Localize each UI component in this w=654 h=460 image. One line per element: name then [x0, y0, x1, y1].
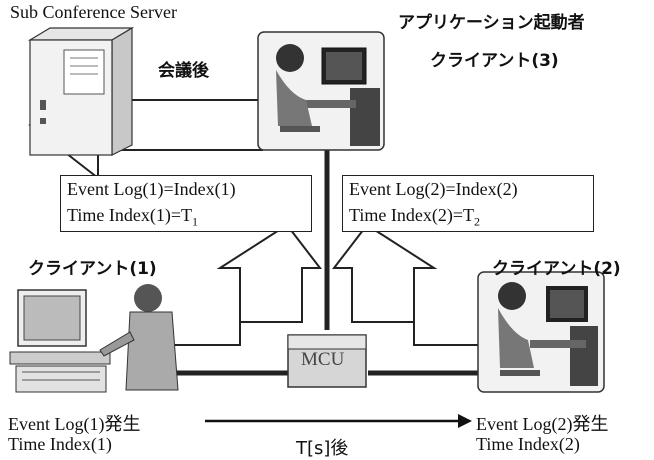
event-log-box-1-line1: Event Log(1)=Index(1) [67, 179, 236, 199]
client2-arrow-tail [413, 322, 480, 346]
client1-workstation-icon [9, 284, 179, 393]
timeline-label: T[s]後 [296, 438, 349, 459]
up-arrow-left [216, 223, 323, 323]
client2-event-line1: Event Log(2)発生 [476, 414, 609, 434]
mcu-box [287, 334, 367, 388]
event-log-box-1-line2-sub: 1 [191, 214, 198, 229]
event-log-box-2-line2: Time Index(2)=T2 [349, 202, 587, 235]
client2-event-line2: Time Index(2) [476, 434, 580, 454]
timeline-arrow-head [458, 414, 472, 428]
event-log-box-1: Event Log(1)=Index(1) Time Index(1)=T1 [60, 175, 312, 232]
server-label: Sub Conference Server [10, 2, 177, 22]
event-log-box-1-line2: Time Index(1)=T1 [67, 202, 305, 235]
client2-workstation-icon [477, 271, 605, 393]
event-log-box-2-line2-sub: 2 [473, 214, 480, 229]
event-log-box-2-line1: Event Log(2)=Index(2) [349, 179, 518, 199]
event-log-box-2: Event Log(2)=Index(2) Time Index(2)=T2 [342, 175, 594, 232]
client2-name-label: クライアント(2) [492, 259, 621, 279]
event-log-box-2-line2-text: Time Index(2)=T [349, 205, 474, 225]
client1-event-line2: Time Index(1) [8, 434, 112, 454]
client3-name-label: クライアント(3) [430, 51, 559, 71]
event-log-box-1-line2-text: Time Index(1)=T [67, 205, 192, 225]
client1-arrow-tail [175, 322, 241, 346]
client3-workstation-icon [257, 31, 385, 151]
server-icon [27, 26, 135, 156]
mcu-label: MCU [301, 349, 345, 370]
after-meeting-label: 会議後 [158, 61, 209, 81]
up-arrow-right [331, 223, 438, 323]
client1-event-line1: Event Log(1)発生 [8, 414, 141, 434]
client3-role-label: アプリケーション起動者 [398, 13, 585, 33]
client1-name-label: クライアント(1) [28, 259, 157, 279]
